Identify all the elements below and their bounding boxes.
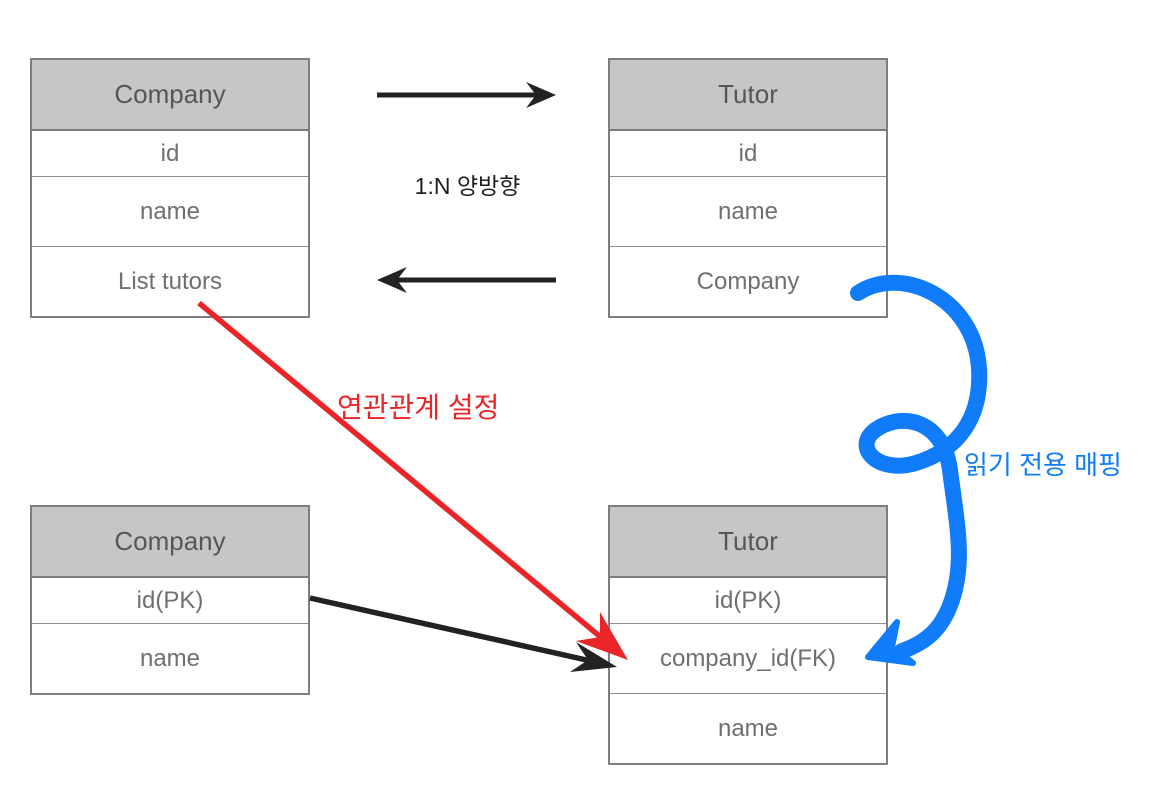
- arrow-left-icon: [377, 267, 556, 293]
- table-row: name: [610, 693, 886, 763]
- table-row: id: [160, 139, 180, 167]
- table-row: List tutors: [32, 246, 308, 316]
- table-header: Tutor: [610, 60, 886, 131]
- table-header: Company: [32, 60, 308, 131]
- table-header: Tutor: [610, 507, 886, 578]
- table-row: Company: [610, 246, 886, 316]
- readonly-mapping-label: 읽기 전용 매핑: [964, 450, 1122, 480]
- table-row: name: [32, 623, 308, 693]
- table-row: id(PK): [136, 586, 204, 614]
- table-company-bottom: Company id(PK) name: [30, 505, 310, 695]
- arrow-right-icon: [377, 82, 556, 108]
- fk-arrow-icon: [309, 595, 617, 672]
- table-row: name: [610, 176, 886, 246]
- table-tutor-bottom: Tutor id(PK) company_id(FK) name: [608, 505, 888, 765]
- association-setup-label: 연관관계 설정: [337, 392, 500, 423]
- relation-type-label: 1:N 양방향: [414, 173, 521, 199]
- table-row: company_id(FK): [610, 623, 886, 693]
- table-tutor-top: Tutor id name Company: [608, 58, 888, 318]
- table-row: name: [32, 176, 308, 246]
- table-header: Company: [32, 507, 308, 578]
- table-row: id: [738, 139, 758, 167]
- table-row: id(PK): [714, 586, 782, 614]
- table-company-top: Company id name List tutors: [30, 58, 310, 318]
